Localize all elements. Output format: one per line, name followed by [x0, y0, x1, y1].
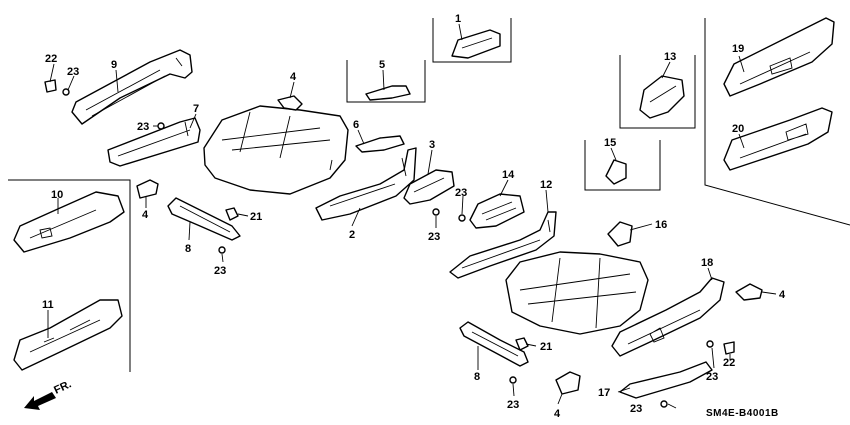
callout-23: 23 — [507, 399, 519, 411]
callout-22: 22 — [723, 357, 735, 369]
callout-4: 4 — [779, 289, 786, 301]
callout-23: 23 — [455, 187, 467, 199]
callout-9: 9 — [111, 59, 117, 71]
bracket-right — [735, 283, 763, 301]
bracket-bottom — [555, 371, 581, 395]
callout-11: 11 — [42, 299, 54, 311]
clip-21-right — [515, 337, 529, 351]
screw-18 — [706, 340, 714, 348]
callout-12: 12 — [540, 179, 552, 191]
callout-5: 5 — [379, 59, 385, 71]
handle-1 — [451, 29, 501, 59]
callout-14: 14 — [502, 169, 515, 181]
cap-small-upper — [44, 79, 57, 93]
recliner-cover-19 — [723, 17, 835, 97]
recliner-cover-18 — [611, 277, 725, 357]
cover-3 — [403, 169, 455, 205]
callout-15: 15 — [604, 137, 616, 149]
callout-18: 18 — [701, 257, 713, 269]
recliner-cover-11 — [13, 299, 123, 371]
seat-rail-middle — [315, 147, 417, 221]
bracket-left — [136, 179, 159, 199]
callout-4: 4 — [142, 209, 149, 221]
seat-rail-12 — [449, 211, 557, 279]
callout-19: 19 — [732, 43, 744, 55]
recliner-cover-20 — [723, 107, 833, 171]
callout-21: 21 — [250, 211, 262, 223]
callout-23: 23 — [428, 231, 440, 243]
parts-drawings — [13, 17, 835, 410]
bracket-15 — [605, 159, 627, 185]
bracket-16 — [607, 221, 633, 247]
callout-20: 20 — [732, 123, 744, 135]
callout-3: 3 — [429, 139, 435, 151]
lever-6 — [355, 135, 405, 153]
front-direction-arrow — [24, 392, 56, 410]
callout-23: 23 — [67, 66, 79, 78]
callout-17: 17 — [598, 387, 610, 399]
rail-8-right — [459, 321, 529, 367]
lever-5 — [365, 85, 411, 101]
callout-numbers: 1 2 3 4 4 4 4 5 6 7 8 8 9 10 11 12 13 14… — [42, 13, 786, 420]
screw-8-left — [218, 246, 226, 254]
clip-21-left — [225, 207, 239, 221]
screw-upper — [62, 88, 70, 96]
section-dividers — [8, 18, 850, 372]
seat-rail-left — [107, 117, 201, 167]
callout-23: 23 — [630, 403, 642, 415]
recliner-cover-left-upper — [71, 49, 193, 125]
front-direction-label: FR. — [52, 378, 73, 396]
callout-6: 6 — [353, 119, 359, 131]
rail-8-left — [167, 197, 241, 241]
recliner-cover-10 — [13, 191, 125, 253]
leader-lines — [47, 23, 777, 409]
screw-rail — [157, 122, 165, 130]
cap-small-right — [723, 341, 735, 355]
seat-cushion-left — [203, 105, 349, 195]
callout-8: 8 — [474, 371, 480, 383]
cover-13 — [639, 75, 685, 119]
screw-14 — [458, 214, 466, 222]
callout-4: 4 — [290, 71, 297, 83]
callout-22: 22 — [45, 53, 57, 65]
seat-cushion-right — [505, 251, 649, 335]
cover-14 — [469, 193, 525, 229]
callout-23: 23 — [706, 371, 718, 383]
callout-10: 10 — [51, 189, 63, 201]
callout-8: 8 — [185, 243, 191, 255]
rail-17 — [619, 361, 713, 399]
callout-2: 2 — [349, 229, 355, 241]
screw-3 — [432, 208, 440, 216]
bracket-top — [277, 95, 303, 111]
callout-16: 16 — [655, 219, 667, 231]
callout-1: 1 — [455, 13, 461, 25]
callout-21: 21 — [540, 341, 552, 353]
screw-17 — [660, 400, 668, 408]
diagram-code: SM4E-B4001B — [706, 408, 779, 419]
callout-4: 4 — [554, 408, 561, 420]
screw-8-right — [509, 376, 517, 384]
callout-23: 23 — [214, 265, 226, 277]
callout-7: 7 — [193, 103, 199, 115]
callout-13: 13 — [664, 51, 676, 63]
callout-23: 23 — [137, 121, 149, 133]
